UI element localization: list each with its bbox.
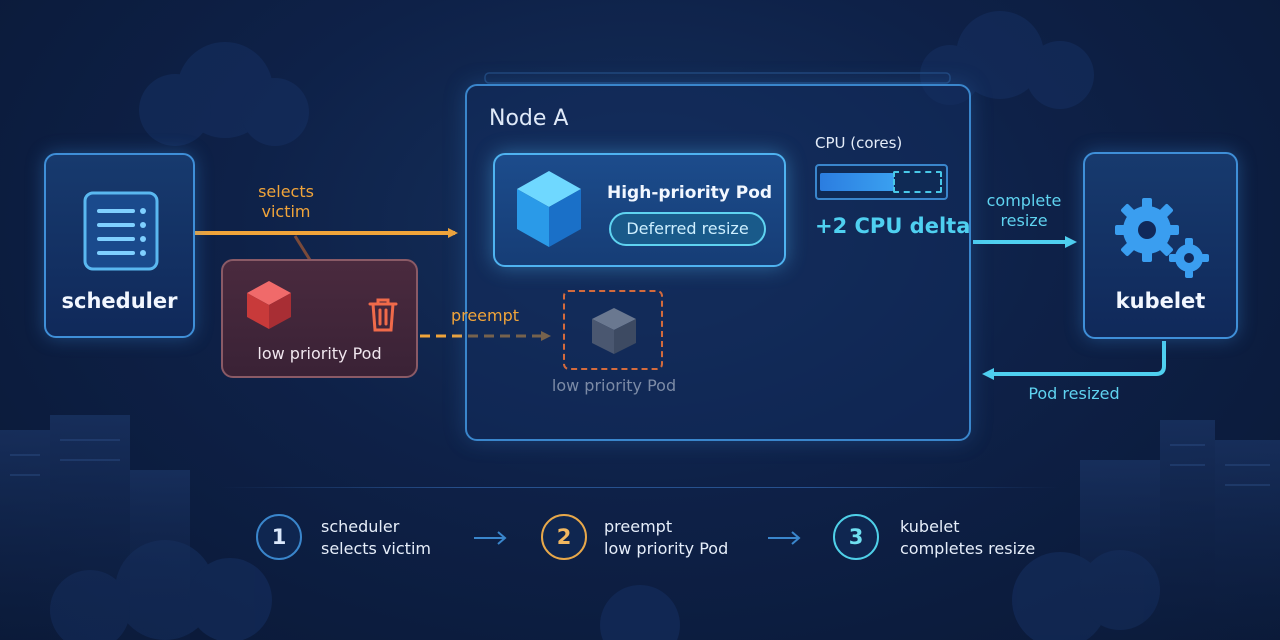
step-arrow-icon	[474, 531, 507, 545]
cpu-delta: +2 CPU delta	[815, 214, 971, 238]
step-1-line2: selects victim	[321, 539, 431, 558]
step-3-number: 3	[833, 514, 879, 560]
gears-icon	[1115, 198, 1209, 278]
cpu-bar-extension	[893, 171, 942, 193]
high-priority-pod-card[interactable]: High-priority Pod Deferred resize	[493, 153, 786, 267]
pod-resized-arrow	[982, 341, 1166, 380]
cpu-bar	[815, 164, 948, 200]
deferred-resize-badge: Deferred resize	[609, 212, 766, 246]
step-2-line1: preempt	[604, 517, 673, 536]
cube-icon	[592, 308, 636, 354]
victim-pod-box[interactable]: low priority Pod	[221, 259, 418, 378]
step-3-line1: kubelet	[900, 517, 960, 536]
step-1-line1: scheduler	[321, 517, 400, 536]
high-priority-pod-label: High-priority Pod	[607, 183, 773, 203]
list-document-icon	[83, 191, 159, 271]
victim-pod-label: low priority Pod	[257, 344, 382, 363]
step-3-text: kubelet completes resize	[900, 516, 1035, 560]
scheduler-label: scheduler	[61, 289, 178, 313]
step-3-line2: completes resize	[900, 539, 1036, 558]
kubelet-label: kubelet	[1115, 289, 1206, 313]
node-title: Node A	[489, 106, 569, 131]
cube-icon	[247, 281, 291, 329]
step-2-number: 2	[541, 514, 587, 560]
step-1-text: scheduler selects victim	[321, 516, 431, 560]
victim-connector	[293, 235, 312, 261]
trash-icon[interactable]	[367, 297, 399, 333]
selects-label-line2: victim	[261, 202, 311, 221]
complete-label-line1: complete	[986, 191, 1062, 210]
preempt-label: preempt	[450, 306, 520, 325]
ghost-pod-label: low priority Pod	[551, 376, 677, 395]
complete-label-line2: resize	[1000, 211, 1048, 230]
complete-resize-label: complete resize	[980, 191, 1068, 231]
selects-victim-label: selects victim	[244, 182, 328, 222]
scheduler-box: scheduler	[44, 153, 195, 338]
step-arrow-icon	[768, 531, 801, 545]
cpu-bar-fill	[820, 173, 894, 191]
step-1-number: 1	[256, 514, 302, 560]
step-2-line2: low priority Pod	[604, 539, 729, 558]
ghost-pod-placeholder	[563, 290, 663, 370]
selects-label-line1: selects	[258, 182, 314, 201]
cube-icon	[517, 171, 581, 247]
kubelet-box: kubelet	[1083, 152, 1238, 339]
step-2-text: preempt low priority Pod	[604, 516, 728, 560]
steps-divider	[220, 487, 1060, 488]
pod-resized-label: Pod resized	[1028, 384, 1120, 403]
cpu-label: CPU (cores)	[815, 134, 903, 152]
